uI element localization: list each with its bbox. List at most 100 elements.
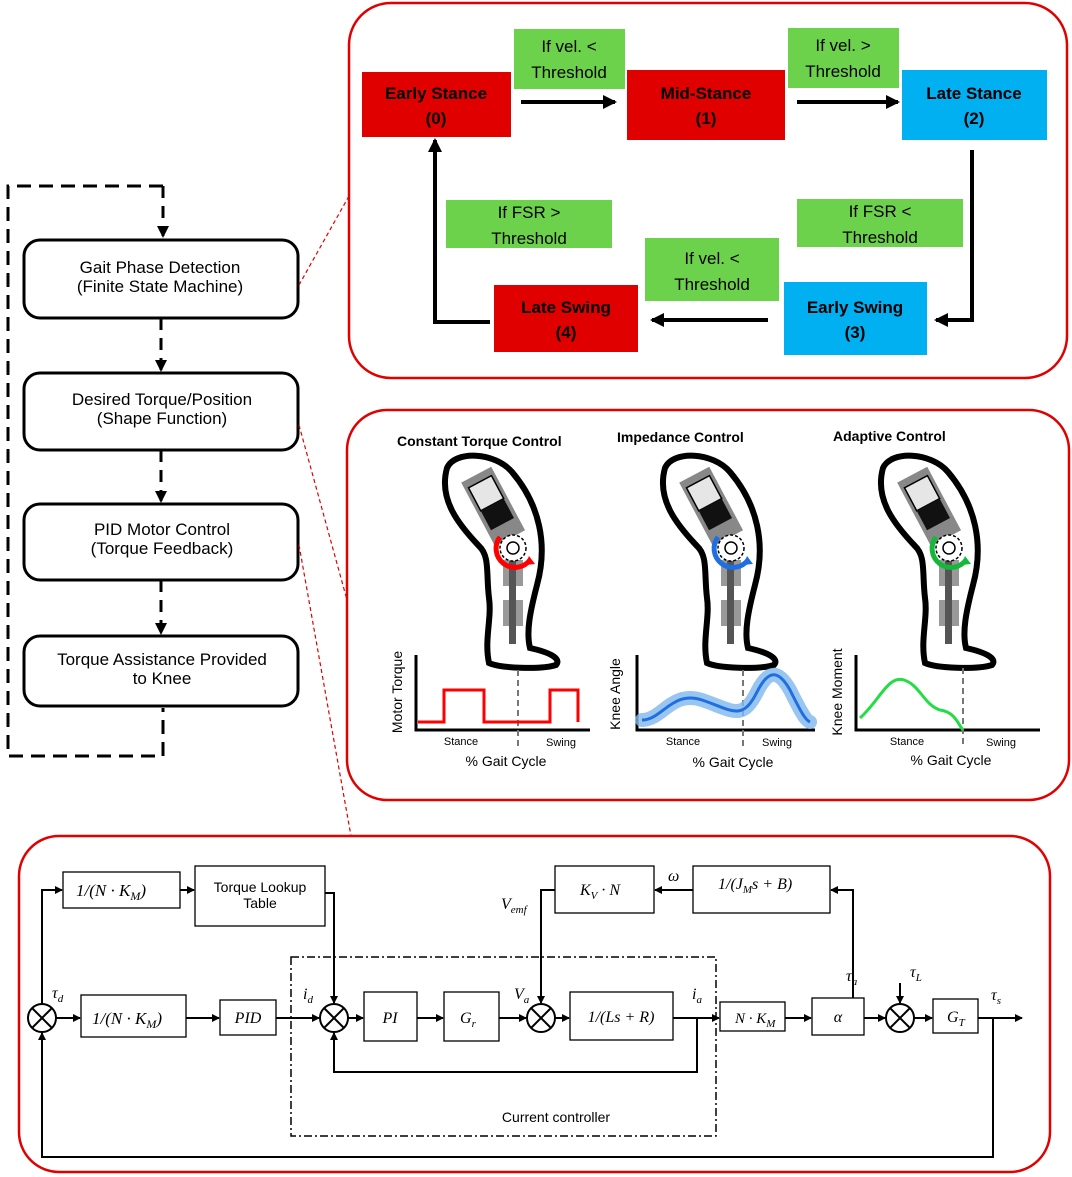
step-gait-phase-detection: Gait Phase Detection (Finite State Machi… <box>22 238 300 320</box>
svg-text:Torque Assistance Provided: Torque Assistance Provided <box>57 650 267 669</box>
knee-moment-line <box>858 677 965 731</box>
condition-fsr-gt: If FSR > Threshold <box>446 200 612 248</box>
block-kv-n: KV · N <box>554 865 655 914</box>
condition-vel-gt: If vel. > Threshold <box>788 28 899 88</box>
label-tau-a: τa <box>846 968 858 988</box>
svg-text:(3): (3) <box>845 323 866 342</box>
label-omega: ω <box>668 868 679 885</box>
block-nkm: N · KM <box>719 1001 786 1032</box>
svg-text:Early Swing: Early Swing <box>807 298 903 317</box>
svg-text:(Shape Function): (Shape Function) <box>97 409 227 428</box>
block-inv-nkm-top: 1/(N · KM) <box>62 871 181 909</box>
callout-line <box>298 424 348 601</box>
chart-axes <box>635 655 815 732</box>
svg-text:PI: PI <box>381 1010 398 1027</box>
constant-torque-chart: Constant Torque Control Motor Torque Sta… <box>389 433 590 769</box>
block-torque-lookup-table: Torque Lookup Table <box>194 865 326 927</box>
svg-text:α: α <box>834 1009 843 1026</box>
step-torque-assistance: Torque Assistance Provided to Knee <box>22 634 300 708</box>
svg-text:Late Stance: Late Stance <box>926 84 1021 103</box>
block-gt: GT <box>932 998 979 1034</box>
arrowhead-icon <box>525 556 535 565</box>
control-flowchart: Gait Phase Detection (Finite State Machi… <box>6 184 352 837</box>
svg-text:Threshold: Threshold <box>674 275 750 294</box>
callout-line <box>298 195 350 286</box>
label-v-emf: Vemf <box>501 896 529 916</box>
svg-text:(Finite State Machine): (Finite State Machine) <box>77 277 243 296</box>
svg-text:Threshold: Threshold <box>842 228 918 247</box>
summing-junction <box>526 1003 556 1033</box>
condition-fsr-lt: If FSR < Threshold <box>797 199 963 247</box>
svg-text:GT: GT <box>947 1009 966 1029</box>
svg-text:PID Motor Control: PID Motor Control <box>94 520 230 539</box>
condition-vel-lt-swing: If vel. < Threshold <box>645 238 779 301</box>
svg-text:PID: PID <box>234 1010 262 1027</box>
adaptive-chart: Adaptive Control Knee Moment Stance Swin… <box>829 428 1040 768</box>
svg-text:N · KM: N · KM <box>734 1011 776 1030</box>
svg-text:Motor Torque: Motor Torque <box>389 651 405 733</box>
block-pi: PI <box>363 991 418 1042</box>
label-i-d: id <box>303 986 313 1006</box>
summing-junction <box>27 1003 57 1033</box>
svg-text:Swing: Swing <box>546 737 576 749</box>
block-pid: PID <box>219 999 277 1036</box>
torque-arc-icon <box>711 535 750 570</box>
svg-text:1/(Ls + R): 1/(Ls + R) <box>588 1009 655 1026</box>
knee-angle-line <box>641 673 811 724</box>
svg-text:Swing: Swing <box>762 737 792 749</box>
state-early-swing: Early Swing (3) <box>784 282 927 355</box>
svg-text:Mid-Stance: Mid-Stance <box>661 84 752 103</box>
svg-text:Late Swing: Late Swing <box>521 298 611 317</box>
finite-state-machine-panel: If vel. < Threshold If vel. > Threshold … <box>347 1 1069 380</box>
chart-title: Constant Torque Control <box>397 433 562 449</box>
label-i-a: ia <box>692 986 702 1006</box>
svg-text:(2): (2) <box>964 109 985 128</box>
svg-text:(4): (4) <box>556 323 577 342</box>
torque-arc-icon <box>493 535 532 570</box>
svg-text:1/(N · KM): 1/(N · KM) <box>92 1009 162 1031</box>
impedance-chart: Impedance Control Knee Angle Stance Swin… <box>607 429 817 770</box>
step-desired-torque: Desired Torque/Position (Shape Function) <box>22 371 300 452</box>
current-controller-boundary <box>290 956 717 1137</box>
condition-vel-lt: If vel. < Threshold <box>514 29 625 89</box>
svg-text:% Gait Cycle: % Gait Cycle <box>466 753 547 769</box>
block-inv-nkm: 1/(N · KM) <box>80 994 187 1038</box>
chart-title: Impedance Control <box>617 429 744 445</box>
svg-text:Threshold: Threshold <box>531 63 607 82</box>
svg-text:to Knee: to Knee <box>133 669 192 688</box>
chart-axes <box>414 655 590 732</box>
current-controller-label: Current controller <box>502 1109 610 1125</box>
label-tau-l: τL <box>910 964 922 984</box>
torque-arc-icon <box>929 535 968 570</box>
summing-junction <box>319 1003 349 1033</box>
svg-text:If FSR <: If FSR < <box>849 202 912 221</box>
svg-text:Knee Moment: Knee Moment <box>829 648 845 735</box>
svg-text:Table: Table <box>243 895 277 911</box>
state-early-stance: Early Stance (0) <box>362 72 511 137</box>
svg-text:Desired Torque/Position: Desired Torque/Position <box>72 390 252 409</box>
block-mechanical: 1/(JMs + B) <box>692 865 831 914</box>
transition-arrow <box>934 150 974 327</box>
arrowhead-icon <box>743 556 753 565</box>
svg-text:Swing: Swing <box>986 737 1016 749</box>
svg-text:Threshold: Threshold <box>491 229 567 248</box>
step-pid-motor-control: PID Motor Control (Torque Feedback) <box>22 502 300 582</box>
svg-text:(Torque Feedback): (Torque Feedback) <box>91 539 234 558</box>
svg-text:If FSR >: If FSR > <box>498 203 561 222</box>
svg-text:1/(N · KM): 1/(N · KM) <box>76 881 146 903</box>
svg-text:Early Stance: Early Stance <box>385 84 487 103</box>
arrowhead-icon <box>961 556 971 565</box>
svg-text:Threshold: Threshold <box>805 62 881 81</box>
svg-text:Gr: Gr <box>460 1010 477 1030</box>
svg-text:KV · N: KV · N <box>579 882 621 902</box>
block-alpha: α <box>811 997 865 1036</box>
svg-text:% Gait Cycle: % Gait Cycle <box>911 752 992 768</box>
block-gr: Gr <box>443 991 500 1042</box>
svg-text:1/(JMs + B): 1/(JMs + B) <box>718 876 792 896</box>
transition-arrow <box>428 138 490 324</box>
label-tau-s: τs <box>991 987 1001 1007</box>
chart-axes <box>854 655 1040 732</box>
state-mid-stance: Mid-Stance (1) <box>627 70 785 140</box>
block-electrical: 1/(Ls + R) <box>569 991 674 1041</box>
callout-line <box>298 544 352 837</box>
